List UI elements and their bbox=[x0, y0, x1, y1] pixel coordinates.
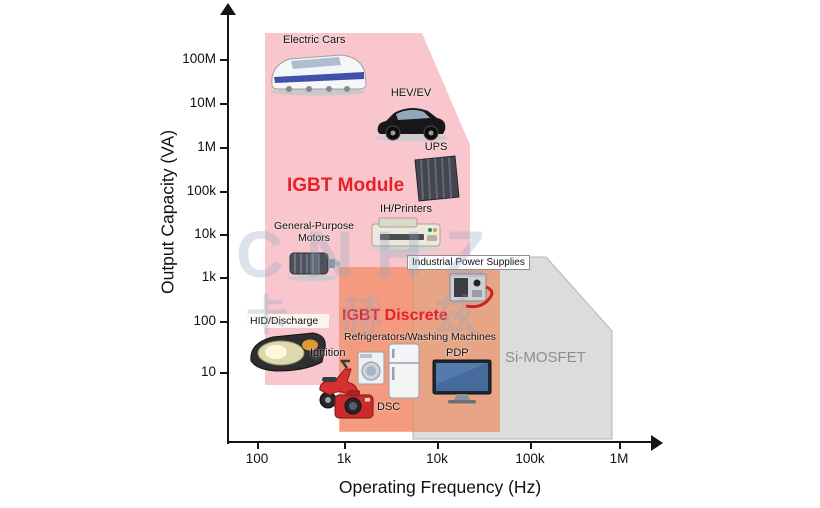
ups-icon bbox=[414, 155, 460, 202]
x-axis-title: Operating Frequency (Hz) bbox=[338, 477, 542, 497]
si-mosfet-label: Si-MOSFET bbox=[505, 349, 586, 366]
igbt-discrete-label: IGBT Discrete bbox=[342, 307, 448, 324]
hid-discharge-icon bbox=[250, 332, 326, 372]
refrigerator-icon bbox=[388, 343, 420, 399]
y-tick-label: 10 bbox=[200, 364, 216, 379]
x-tick bbox=[257, 442, 259, 449]
industrial-power-supplies-label: Industrial Power Supplies bbox=[407, 255, 530, 270]
x-tick bbox=[619, 442, 621, 449]
ignition-label: Ignition bbox=[310, 347, 346, 359]
ups-label: UPS bbox=[424, 141, 448, 153]
washing-machine-icon bbox=[357, 351, 385, 385]
general-purpose-motors-icon bbox=[287, 252, 341, 282]
y-tick bbox=[220, 191, 228, 193]
y-tick-label: 100k bbox=[186, 183, 216, 198]
y-tick-label: 100 bbox=[193, 313, 216, 328]
app-electric-cars: Electric Cars bbox=[267, 34, 369, 101]
y-tick bbox=[220, 277, 228, 279]
x-tick-label: 10k bbox=[426, 451, 448, 466]
x-tick bbox=[437, 442, 439, 449]
x-axis-arrow-icon bbox=[651, 435, 663, 451]
x-tick-label: 1k bbox=[336, 451, 352, 466]
y-tick bbox=[220, 147, 228, 149]
y-axis-line bbox=[227, 14, 229, 444]
y-tick bbox=[220, 103, 228, 105]
ih-printers-icon bbox=[370, 217, 442, 252]
industrial-power-supplies-icon bbox=[449, 273, 494, 309]
y-tick bbox=[220, 59, 228, 61]
app-ih-printers: IH/Printers bbox=[366, 203, 446, 258]
app-hev-ev: HEV/EV bbox=[370, 87, 452, 148]
app-general-purpose-motors: General-Purpose Motors bbox=[266, 220, 362, 287]
hev-ev-icon bbox=[374, 107, 448, 142]
y-tick bbox=[220, 321, 228, 323]
x-tick-label: 100k bbox=[515, 451, 545, 466]
y-tick-label: 1M bbox=[197, 139, 216, 154]
electric-cars-label: Electric Cars bbox=[283, 34, 346, 46]
app-ups: UPS bbox=[407, 141, 465, 210]
y-tick-label: 10k bbox=[194, 226, 216, 241]
x-tick bbox=[344, 442, 346, 449]
x-tick-label: 1M bbox=[609, 451, 629, 466]
x-axis-line bbox=[227, 441, 653, 443]
electric-cars-icon bbox=[271, 54, 367, 96]
y-tick-label: 1k bbox=[201, 269, 216, 284]
y-axis-arrow-icon bbox=[220, 3, 236, 15]
igbt-module-label: IGBT Module bbox=[287, 175, 405, 196]
x-tick-label: 100 bbox=[245, 451, 269, 466]
dsc-icon bbox=[334, 390, 374, 419]
pdp-icon bbox=[432, 359, 492, 404]
x-tick bbox=[530, 442, 532, 449]
dsc-label: DSC bbox=[377, 401, 401, 413]
refrigerators-washing-machines-label: Refrigerators/Washing Machines bbox=[344, 331, 496, 343]
app-hid-discharge: HID/Discharge bbox=[247, 314, 329, 379]
general-purpose-motors-label: General-Purpose Motors bbox=[274, 220, 354, 245]
y-tick bbox=[220, 372, 228, 374]
y-tick-label: 10M bbox=[189, 95, 216, 110]
y-tick bbox=[220, 234, 228, 236]
hid-discharge-label: HID/Discharge bbox=[247, 314, 329, 328]
y-tick-label: 100M bbox=[182, 51, 216, 66]
ih-printers-label: IH/Printers bbox=[380, 203, 432, 215]
pdp-label: PDP bbox=[446, 347, 469, 359]
hev-ev-label: HEV/EV bbox=[390, 87, 432, 99]
y-axis-title: Output Capacity (VA) bbox=[157, 129, 178, 295]
